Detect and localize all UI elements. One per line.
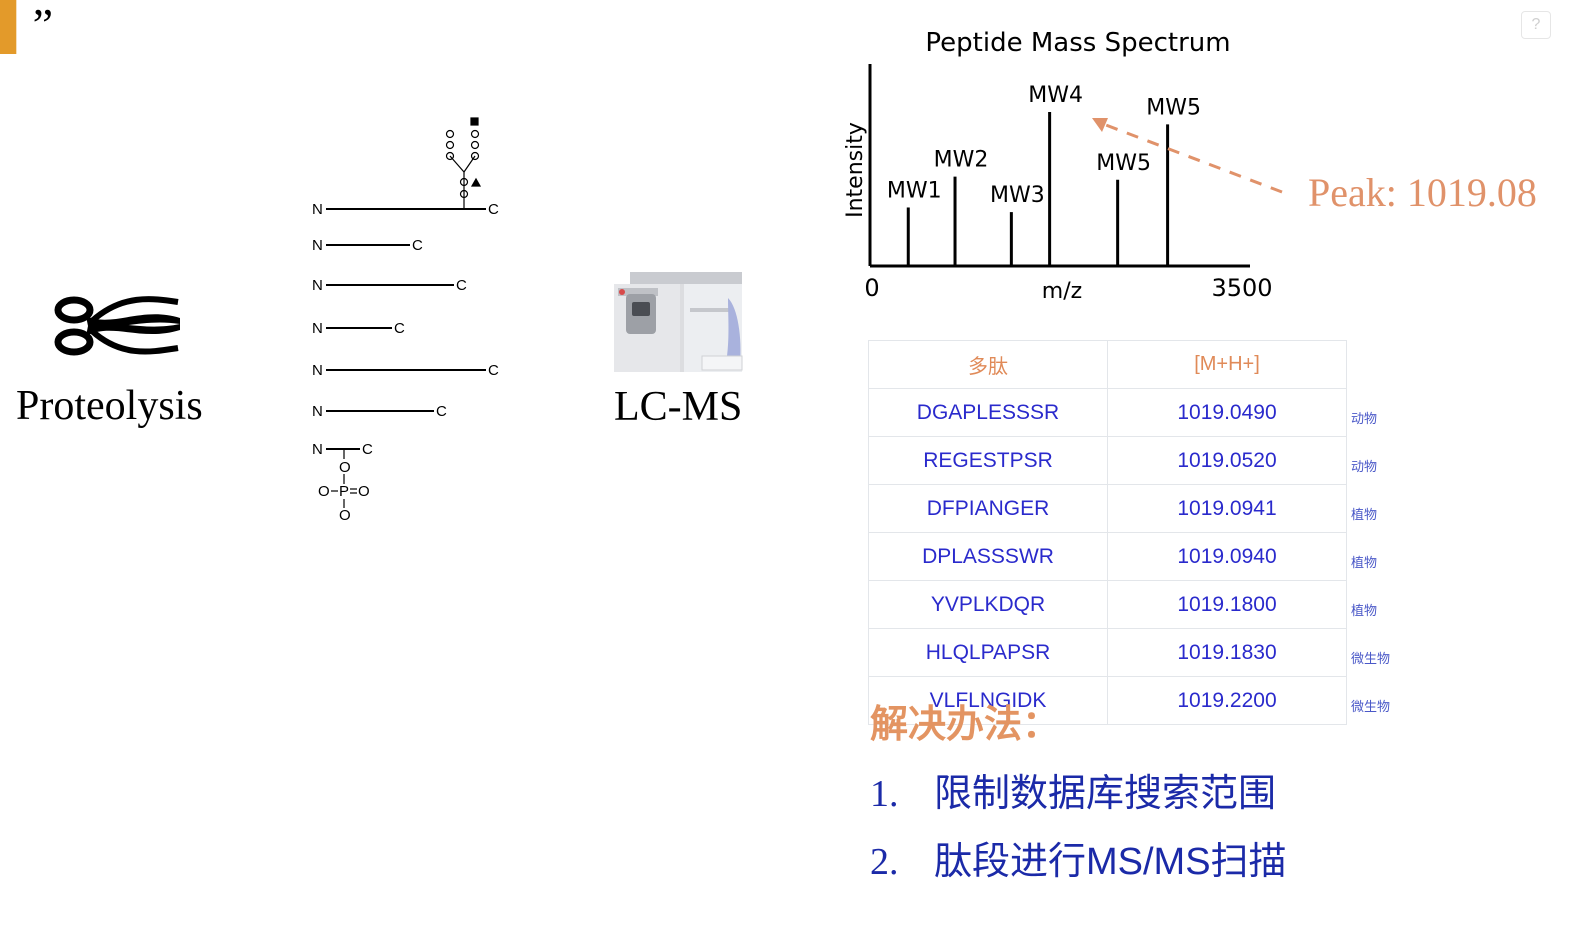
header-peptide: 多肽 <box>868 340 1108 389</box>
c-terminus: C <box>488 201 499 218</box>
svg-text:C: C <box>362 441 373 458</box>
table-row: DGAPLESSSR 1019.0490 动物 <box>868 388 1404 437</box>
mass-cell: 1019.0490 <box>1107 388 1347 437</box>
solution-item-2: 2. 肽段进行MS/MS扫描 <box>870 830 1287 885</box>
svg-text:N: N <box>312 403 323 420</box>
source-tag: 微生物 <box>1351 651 1391 666</box>
phosphate-group-icon: O O P O O <box>318 459 370 524</box>
svg-text:N: N <box>312 237 323 254</box>
mass-cell: 1019.1800 <box>1107 580 1347 629</box>
svg-text:C: C <box>394 320 405 337</box>
peptide-cell: DGAPLESSSR <box>868 388 1108 437</box>
solution-title: 解决办法： <box>870 704 1061 746</box>
svg-text:N: N <box>312 441 323 458</box>
svg-text:C: C <box>436 403 447 420</box>
peptide-cell: YVPLKDQR <box>868 580 1108 629</box>
lcms-label: LC-MS <box>614 384 743 430</box>
solution-number: 1. <box>870 773 899 815</box>
n-terminus: N <box>312 201 323 218</box>
x-tick-label-1: 3500 <box>1211 274 1272 302</box>
source-tag: 植物 <box>1351 603 1378 618</box>
peptide-cell: DPLASSSWR <box>868 532 1108 581</box>
svg-text:P: P <box>339 483 349 500</box>
peak-label-3: MW3 <box>990 183 1045 208</box>
cropped-title-fragment: ▌” <box>0 2 53 48</box>
header-mass: [M+H+] <box>1107 340 1347 389</box>
peak-label-5: MW5 <box>1096 151 1151 176</box>
svg-text:N: N <box>312 277 323 294</box>
svg-text:O: O <box>318 483 330 500</box>
table-row: VLFLNGIDK 1019.2200 微生物 <box>868 676 1404 725</box>
peptide-mass-table: 多肽 [M+H+] DGAPLESSSR 1019.0490 动物 REGEST… <box>868 340 1404 725</box>
source-tag: 植物 <box>1351 555 1378 570</box>
solution-number: 2. <box>870 841 899 883</box>
glycan-icon <box>445 117 482 208</box>
x-tick-label-0: 0 <box>864 274 879 302</box>
mass-spectrum-chart: Peptide Mass Spectrum Intensity 0 3500 m… <box>843 28 1537 304</box>
svg-text:O: O <box>339 507 351 524</box>
source-tag: 微生物 <box>1351 699 1391 714</box>
help-icon[interactable]: ? <box>1521 11 1551 39</box>
mass-cell: 1019.0941 <box>1107 484 1347 533</box>
cropped-title-char: ▌ <box>0 0 33 50</box>
table-row: REGESTPSR 1019.0520 动物 <box>868 436 1404 485</box>
peak-label-1: MW1 <box>887 178 942 203</box>
peak-label-2: MW2 <box>934 148 989 173</box>
mass-cell: 1019.0940 <box>1107 532 1347 581</box>
x-axis-label: m/z <box>1042 279 1082 304</box>
proteolysis-label: Proteolysis <box>16 383 203 429</box>
peptide-cell: REGESTPSR <box>868 436 1108 485</box>
mass-spectrometer-icon <box>614 272 743 372</box>
solution-item-1: 1. 限制数据库搜索范围 <box>870 762 1276 817</box>
mass-cell: 1019.1830 <box>1107 628 1347 677</box>
peak-annotation-label: Peak: 1019.08 <box>1308 170 1537 215</box>
mass-cell: 1019.2200 <box>1107 676 1347 725</box>
source-tag: 植物 <box>1351 507 1378 522</box>
solution-text: 肽段进行MS/MS扫描 <box>934 841 1287 883</box>
peptide-cell: DFPIANGER <box>868 484 1108 533</box>
svg-text:C: C <box>412 237 423 254</box>
solution-text: 限制数据库搜索范围 <box>934 773 1277 815</box>
peak-annotation: Peak: 1019.08 <box>1092 118 1537 215</box>
table-row: DPLASSSWR 1019.0940 植物 <box>868 532 1404 581</box>
scissors-icon <box>54 296 180 356</box>
chart-title: Peptide Mass Spectrum <box>925 28 1230 58</box>
source-tag: 动物 <box>1351 411 1378 426</box>
svg-text:C: C <box>456 277 467 294</box>
mass-cell: 1019.0520 <box>1107 436 1347 485</box>
svg-text:C: C <box>488 362 499 379</box>
table-row: HLQLPAPSR 1019.1830 微生物 <box>868 628 1404 677</box>
y-axis-label: Intensity <box>843 122 868 218</box>
peptide-cell: VLFLNGIDK <box>868 676 1108 725</box>
svg-text:O: O <box>358 483 370 500</box>
svg-text:N: N <box>312 362 323 379</box>
peptide-cell: HLQLPAPSR <box>868 628 1108 677</box>
peak-label-6: MW5 <box>1146 95 1201 120</box>
peptide-fragments-diagram: N C N C N C N C N C N C N C O O P O <box>312 117 499 524</box>
svg-text:N: N <box>312 320 323 337</box>
table-row: YVPLKDQR 1019.1800 植物 <box>868 580 1404 629</box>
peak-label-4: MW4 <box>1028 83 1083 108</box>
closing-quote: ” <box>32 0 54 50</box>
svg-text:O: O <box>339 459 351 476</box>
table-row: DFPIANGER 1019.0941 植物 <box>868 484 1404 533</box>
source-tag: 动物 <box>1351 459 1378 474</box>
table-header-row: 多肽 [M+H+] <box>868 340 1404 389</box>
